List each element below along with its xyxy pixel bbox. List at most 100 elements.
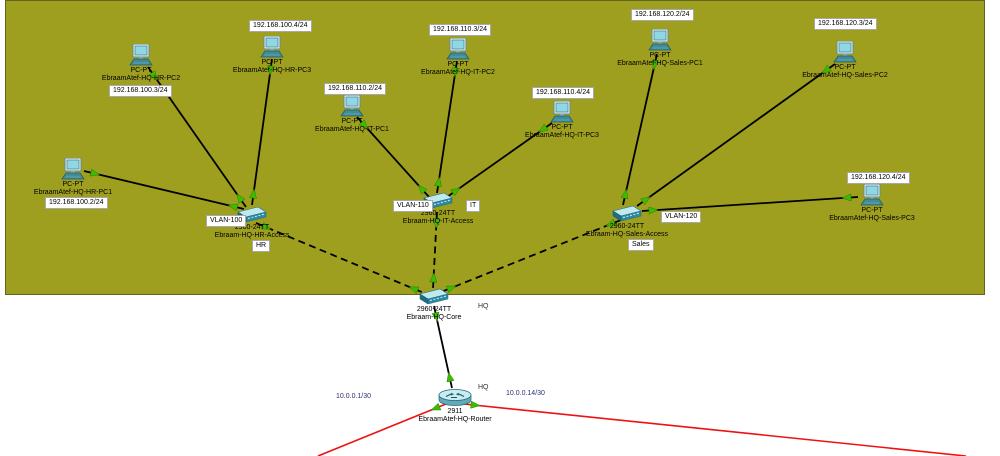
port-status-hr_switch	[248, 188, 257, 199]
device-model: 2911	[447, 408, 463, 415]
link-router-wan-bottom-left	[317, 403, 447, 456]
device-name: EbraamAtef-HQ-HR-PC1	[33, 189, 113, 196]
pc-icon	[648, 29, 672, 51]
link-sales_pc1-sales_switch	[622, 53, 658, 206]
ip-label-hr-pc1: 192.168.100.2/24	[45, 197, 108, 209]
port-status-router	[430, 402, 442, 411]
port-status-sales_pc1	[651, 59, 660, 71]
port-status-hr_switch	[236, 193, 246, 204]
port-status-sales_switch	[648, 206, 659, 215]
device-model: 2960-24TT	[609, 223, 645, 230]
device-sales-pc3[interactable]: PC-PT EbraamAtef-HQ-Sales-PC3	[807, 184, 937, 223]
link-it_pc1-it_switch	[356, 116, 430, 198]
ip-label-sales-pc1: 192.168.120.2/24	[631, 9, 694, 21]
port-status-it_pc3	[538, 123, 549, 133]
device-sales-pc2[interactable]: PC-PT EbraamAtef-HQ-Sales-PC2	[780, 41, 910, 80]
port-status-core_switch	[431, 311, 440, 323]
port-status-hr_switch	[227, 203, 239, 212]
device-model: PC-PT	[130, 67, 152, 74]
device-it-pc2[interactable]: PC-PT EbraamAtef-HQ-IT-PC2	[393, 38, 523, 77]
device-name: EbraamAtef-HQ-Sales-PC3	[829, 215, 915, 222]
switch-icon	[612, 205, 642, 222]
link-router-wan-bottom-right	[463, 403, 967, 456]
ip-label-sales-pc2: 192.168.120.3/24	[814, 18, 877, 30]
device-hq-router[interactable]: 2911 EbraamAtef-HQ-Router	[390, 387, 520, 424]
port-status-core_switch	[445, 285, 457, 294]
pc-icon	[129, 44, 153, 66]
device-it-pc1[interactable]: PC-PT EbraamAtef-HQ-IT-PC1	[287, 95, 417, 134]
switch-icon	[419, 288, 449, 305]
device-model: 2960-24TT	[416, 306, 452, 313]
device-name: EbraamAtef-HQ-Sales-PC2	[802, 72, 888, 79]
hr-area-label: HR	[252, 240, 271, 252]
link-sales_pc3-sales_switch	[641, 196, 859, 212]
link-sales_pc2-sales_switch	[636, 63, 836, 207]
device-it-access-switch[interactable]: 2960-24TT Ebraam-HQ-IT-Access	[373, 190, 503, 226]
vlan-100-label: VLAN-100	[206, 215, 247, 227]
pc-icon	[550, 101, 574, 123]
port-status-it_switch	[417, 184, 428, 195]
device-model: PC-PT	[341, 118, 363, 125]
pc-icon	[61, 158, 85, 180]
pc-icon	[446, 38, 470, 60]
device-sales-pc1[interactable]: PC-PT EbraamAtef-HQ-Sales-PC1	[595, 29, 725, 68]
device-hr-access-switch[interactable]: 2960-24TT Ebraam-HQ-HR-Access	[187, 204, 317, 240]
device-name: EbraamAtef-HQ-HR-PC2	[101, 75, 181, 82]
pc-icon	[833, 41, 857, 63]
device-core-switch[interactable]: 2960-24TT Ebraam-HQ-Core	[369, 286, 499, 322]
ip-label-it-pc2: 192.168.110.3/24	[429, 24, 491, 36]
device-it-pc3[interactable]: PC-PT EbraamAtef-HQ-IT-PC3	[497, 101, 627, 140]
hq-lan-region	[5, 0, 985, 295]
link-hr_pc3-hr_switch	[251, 58, 273, 206]
link-hr_switch-core_switch	[255, 222, 425, 294]
vlan-120-label: VLAN-120	[661, 211, 702, 223]
device-sales-access-switch[interactable]: 2960-24TT Ebraam-HQ-Sales-Access	[562, 203, 692, 239]
device-name: Ebraam-HQ-Sales-Access	[585, 231, 669, 238]
device-model: PC-PT	[261, 59, 283, 66]
device-name: Ebraam-HQ-IT-Access	[402, 218, 474, 225]
sales-area-label: Sales	[628, 239, 654, 251]
device-model: PC-PT	[861, 207, 883, 214]
port-status-it_pc1	[358, 119, 369, 130]
device-name: EbraamAtef-HQ-HR-PC3	[232, 67, 312, 74]
device-name: EbraamAtef-HQ-Router	[418, 416, 492, 423]
device-hr-pc3[interactable]: PC-PT EbraamAtef-HQ-HR-PC3	[207, 36, 337, 75]
port-status-sales_pc2	[821, 64, 832, 74]
router-icon	[438, 388, 472, 407]
port-status-it_switch	[434, 176, 442, 187]
device-name: EbraamAtef-HQ-IT-PC3	[525, 132, 599, 139]
port-status-sales_switch	[605, 218, 617, 227]
link-it_pc2-it_switch	[436, 60, 458, 194]
port-status-it_switch	[450, 187, 461, 197]
port-status-sales_switch	[640, 196, 651, 206]
hq-label-router: HQ	[478, 384, 489, 391]
hq-label-core: HQ	[478, 303, 489, 310]
device-name: EbraamAtef-HQ-IT-PC2	[421, 69, 495, 76]
device-name: EbraamAtef-HQ-IT-PC1	[315, 126, 389, 133]
pc-icon	[340, 95, 364, 117]
device-model: 2960-24TT	[420, 210, 456, 217]
port-status-it_switch	[432, 218, 441, 229]
vlan-110-label: VLAN-110	[393, 200, 433, 212]
port-status-hr_pc3	[267, 65, 276, 76]
ip-label-it-pc3: 192.168.110.4/24	[532, 87, 594, 99]
device-hr-pc1[interactable]: PC-PT EbraamAtef-HQ-HR-PC1	[8, 158, 138, 197]
port-status-core_switch	[429, 272, 438, 283]
port-status-hr_pc2	[148, 70, 158, 81]
link-sales_switch-core_switch	[440, 219, 622, 293]
serial-ip-left-label: 10.0.0.1/30	[336, 393, 372, 400]
device-model: 2960-24TT	[234, 224, 270, 231]
device-model: PC-PT	[649, 52, 671, 59]
ip-label-hr-pc2: 192.168.100.3/24	[109, 85, 172, 97]
it-area-label: IT	[466, 200, 481, 212]
device-name: Ebraam-HQ-Core	[406, 314, 462, 321]
device-model: PC-PT	[447, 61, 469, 68]
port-status-sales_pc3	[841, 193, 852, 202]
port-status-router	[446, 371, 455, 383]
port-status-core_switch	[408, 286, 420, 295]
device-model: PC-PT	[834, 64, 856, 71]
device-name: EbraamAtef-HQ-Sales-PC1	[617, 60, 703, 67]
ip-label-hr-pc3: 192.168.100.4/24	[249, 20, 312, 32]
device-hr-pc2[interactable]: PC-PT EbraamAtef-HQ-HR-PC2	[76, 44, 206, 83]
